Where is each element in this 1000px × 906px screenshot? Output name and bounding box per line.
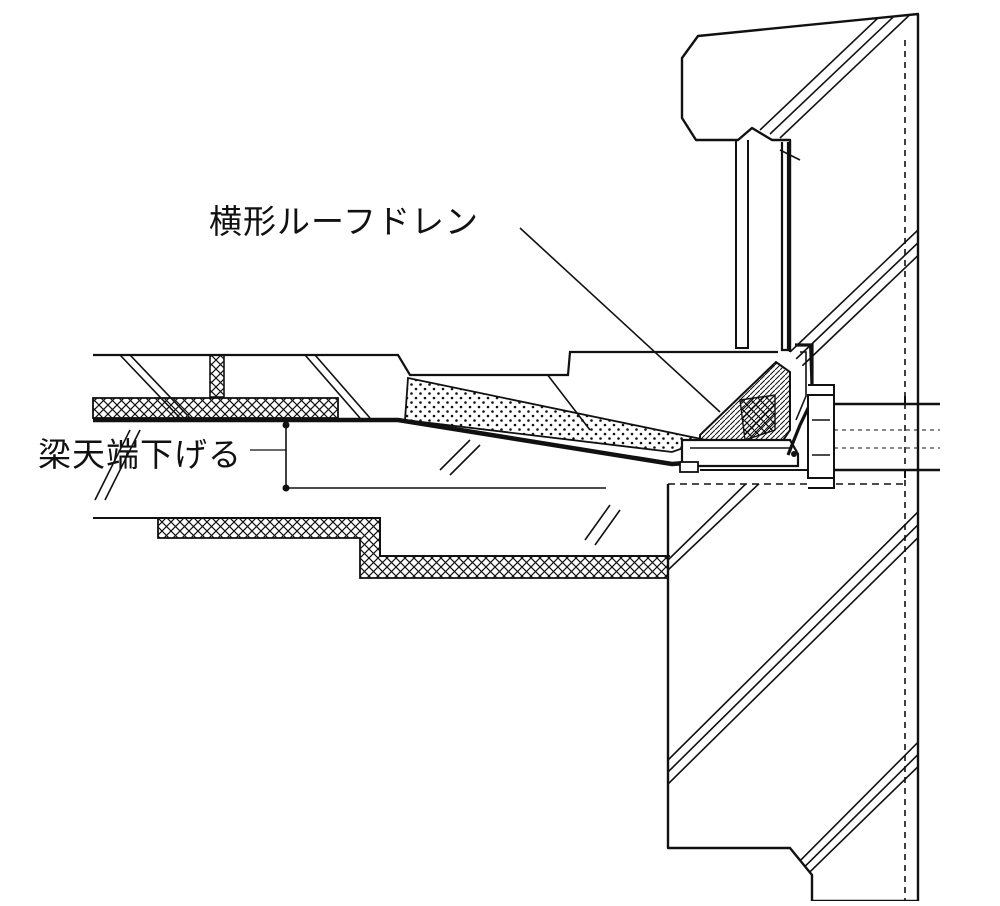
beam-lowered-label: 梁天端下げる [38, 435, 242, 474]
roof-drain-label: 横形ルーフドレン [209, 202, 480, 241]
beam-lowered-dimension [250, 421, 606, 492]
sloped-mortar [404, 376, 710, 453]
upstand-flashing [735, 140, 813, 401]
insulation-layer [92, 397, 339, 419]
ceiling-finish [157, 517, 669, 579]
roof-slab [93, 350, 778, 431]
horizontal-roof-drain [679, 343, 940, 489]
roof-drain-leader [519, 227, 721, 413]
